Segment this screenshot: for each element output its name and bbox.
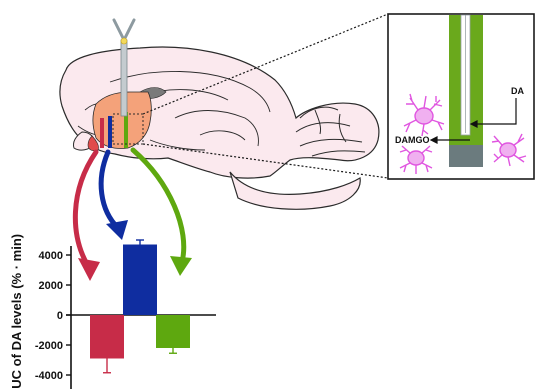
bar-1 (123, 245, 157, 316)
bar-2 (156, 315, 190, 348)
inset-panel: DA DAMGO (388, 14, 534, 179)
arrow-green-head (170, 256, 192, 276)
y-tick-label: 2000 (39, 280, 63, 292)
y-tick-label: -4000 (35, 370, 63, 382)
bar-0 (90, 315, 124, 359)
y-tick-label: 0 (57, 310, 63, 322)
label-damgo: DAMGO (395, 135, 430, 145)
probe-red (100, 118, 104, 148)
y-tick-label: 4000 (39, 250, 63, 262)
arrow-blue (101, 152, 118, 228)
label-da: DA (511, 86, 524, 96)
arrow-red (75, 152, 96, 266)
probe-tip (449, 145, 483, 167)
y-axis-label: AUC of DA levels (% · min) (9, 234, 24, 389)
arrow-red-head (78, 258, 100, 281)
brain-illustration (60, 47, 379, 209)
arrow-blue-head (106, 220, 128, 240)
probe-blue (108, 116, 112, 148)
probe-green (124, 112, 128, 148)
y-tick-label: -2000 (35, 340, 63, 352)
